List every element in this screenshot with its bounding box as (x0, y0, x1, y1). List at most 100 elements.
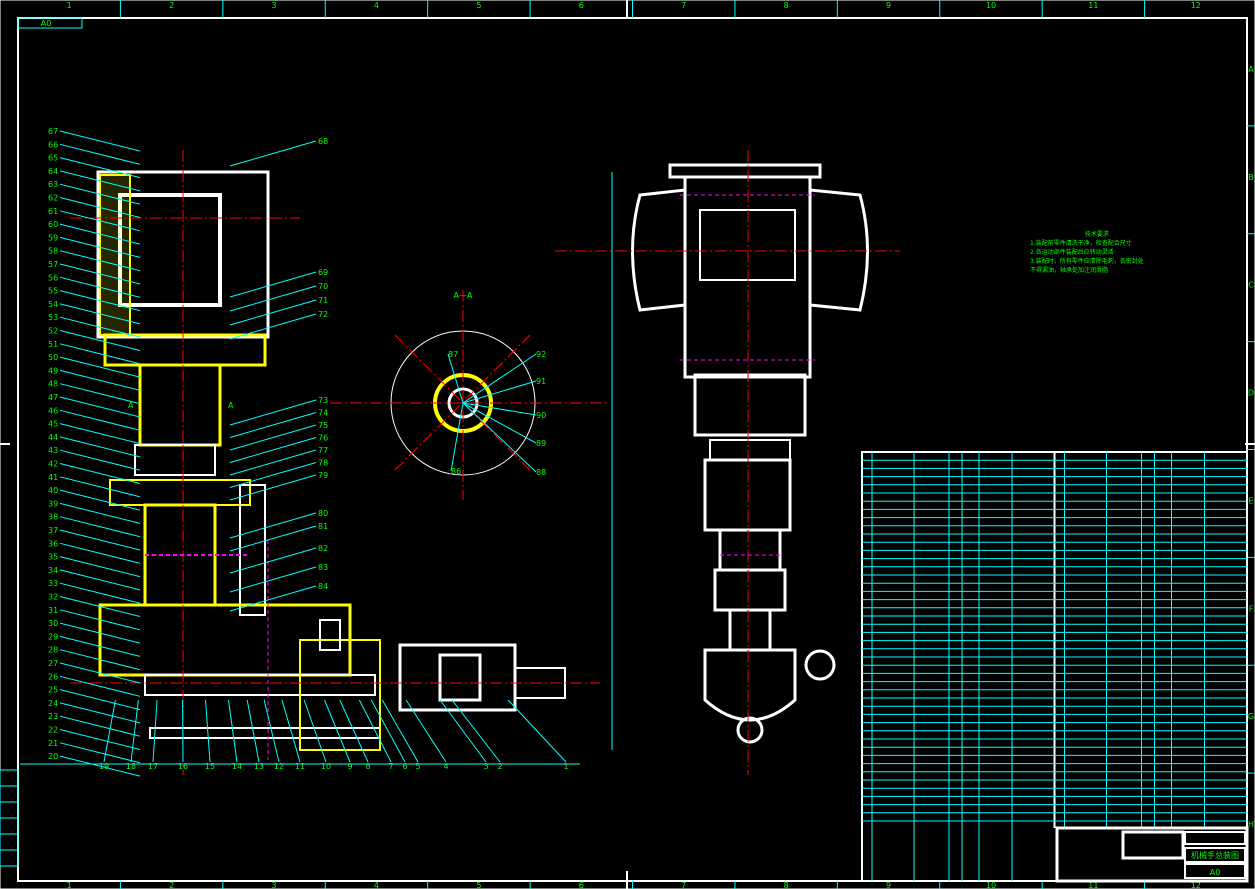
part-number-label: 52 (48, 327, 58, 336)
grid-column-label: 2 (169, 881, 174, 889)
leader-line (59, 396, 141, 418)
leader-line (462, 402, 537, 473)
part-number-label: 72 (318, 310, 328, 319)
part-number-label: 50 (48, 353, 58, 362)
grid-column-label: 1 (67, 881, 72, 889)
side-gripper-pivot (736, 716, 764, 744)
part-number-label: 49 (48, 366, 58, 375)
part-number-label: 74 (318, 409, 328, 418)
leader-line (59, 290, 141, 312)
part-number-label: 7 (388, 762, 393, 771)
grid-column-label: 11 (1088, 881, 1098, 889)
leader-line (439, 699, 487, 763)
part-number-label: 70 (318, 282, 328, 291)
tech-req-line: 2.各运动部件装配后应转动灵活 (1030, 249, 1114, 256)
leader-line (59, 596, 141, 617)
leader-line (229, 462, 317, 488)
leader-line (59, 303, 141, 325)
leader-line (462, 402, 537, 444)
part-number-label: 67 (48, 127, 58, 136)
leader-line (447, 353, 464, 404)
leader-line (462, 402, 537, 416)
format-label-box (17, 17, 83, 29)
part-number-label: 14 (232, 762, 242, 771)
leader-line (59, 649, 141, 671)
part-number-label: 29 (48, 632, 58, 641)
leader-line (229, 474, 317, 501)
leader-line (229, 424, 317, 451)
part-number-label: 71 (318, 296, 328, 305)
grid-column-label: 10 (986, 1, 996, 10)
part-number-label: 18 (126, 762, 136, 771)
part-number-label: 59 (48, 233, 58, 242)
leader-line (229, 437, 317, 463)
part-number-label: 36 (48, 539, 58, 548)
title-block-cell (1184, 847, 1246, 863)
leader-line (263, 699, 280, 763)
part-number-label: 5 (415, 762, 420, 771)
gripper-piston (438, 653, 482, 702)
margin-cell (0, 849, 19, 867)
grid-column-label: 9 (886, 1, 891, 10)
leader-line (152, 699, 158, 763)
leader-line (59, 197, 141, 218)
part-number-label: 43 (48, 446, 58, 455)
leader-line (59, 556, 141, 578)
part-number-label: 61 (48, 207, 58, 216)
leader-line (59, 343, 141, 365)
part-number-label: 2 (497, 762, 502, 771)
part-number-label: 64 (48, 167, 58, 176)
part-number-label: 63 (48, 180, 58, 189)
leader-line (59, 609, 141, 631)
part-number-label: 31 (48, 606, 58, 615)
leader-line (59, 502, 141, 524)
leader-line (59, 755, 141, 777)
leader-line (450, 402, 464, 472)
part-number-label: 41 (48, 473, 58, 482)
part-number-label: 46 (48, 406, 58, 415)
part-number-label: 40 (48, 486, 58, 495)
leader-line (59, 170, 141, 192)
part-number-label: 19 (99, 762, 109, 771)
leader-line (59, 330, 141, 351)
part-number-label: 26 (48, 672, 58, 681)
leader-line (246, 699, 260, 763)
leader-line (370, 699, 406, 763)
grid-column-label: 6 (579, 881, 584, 889)
margin-cell (0, 769, 19, 787)
tech-req-heading: 技术要求 (1084, 231, 1109, 238)
section-part-label: 92 (536, 350, 546, 359)
part-number-label: 4 (443, 762, 448, 771)
leader-line (59, 729, 141, 750)
leader-line (59, 183, 141, 205)
section-part-label: 87 (448, 350, 458, 359)
grid-column-label: 10 (986, 881, 996, 889)
leader-line (229, 547, 317, 574)
leader-line (229, 399, 317, 426)
leader-line (59, 157, 141, 179)
part-number-label: 9 (347, 762, 352, 771)
side-side-knob (804, 649, 836, 681)
side-joint (728, 608, 772, 652)
grid-column-label: 2 (169, 1, 174, 10)
grid-column-label: 12 (1191, 1, 1201, 10)
part-number-label: 33 (48, 579, 58, 588)
grid-column-label: 11 (1088, 1, 1098, 10)
part-number-label: 8 (365, 762, 370, 771)
tech-req-line: 3.装配时，所有零件应清除毛刺，各密封处 (1030, 258, 1144, 265)
part-number-label: 75 (318, 421, 328, 430)
part-number-label: 25 (48, 686, 58, 695)
technical-requirements: 技术要求 1.装配前零件清洗干净，检查配合尺寸 2.各运动部件装配后应转动灵活 … (1030, 230, 1144, 275)
grid-column-label: 5 (476, 881, 481, 889)
lower-rod (149, 727, 381, 739)
coupling (134, 444, 216, 476)
part-number-label: 37 (48, 526, 58, 535)
format-label: A0 (41, 19, 52, 28)
leader-line (59, 516, 141, 538)
part-number-label: 34 (48, 566, 58, 575)
part-number-label: 16 (178, 762, 188, 771)
leader-line (229, 525, 317, 552)
leader-line (59, 223, 141, 245)
margin-cell (0, 817, 19, 835)
part-number-label: 38 (48, 513, 58, 522)
